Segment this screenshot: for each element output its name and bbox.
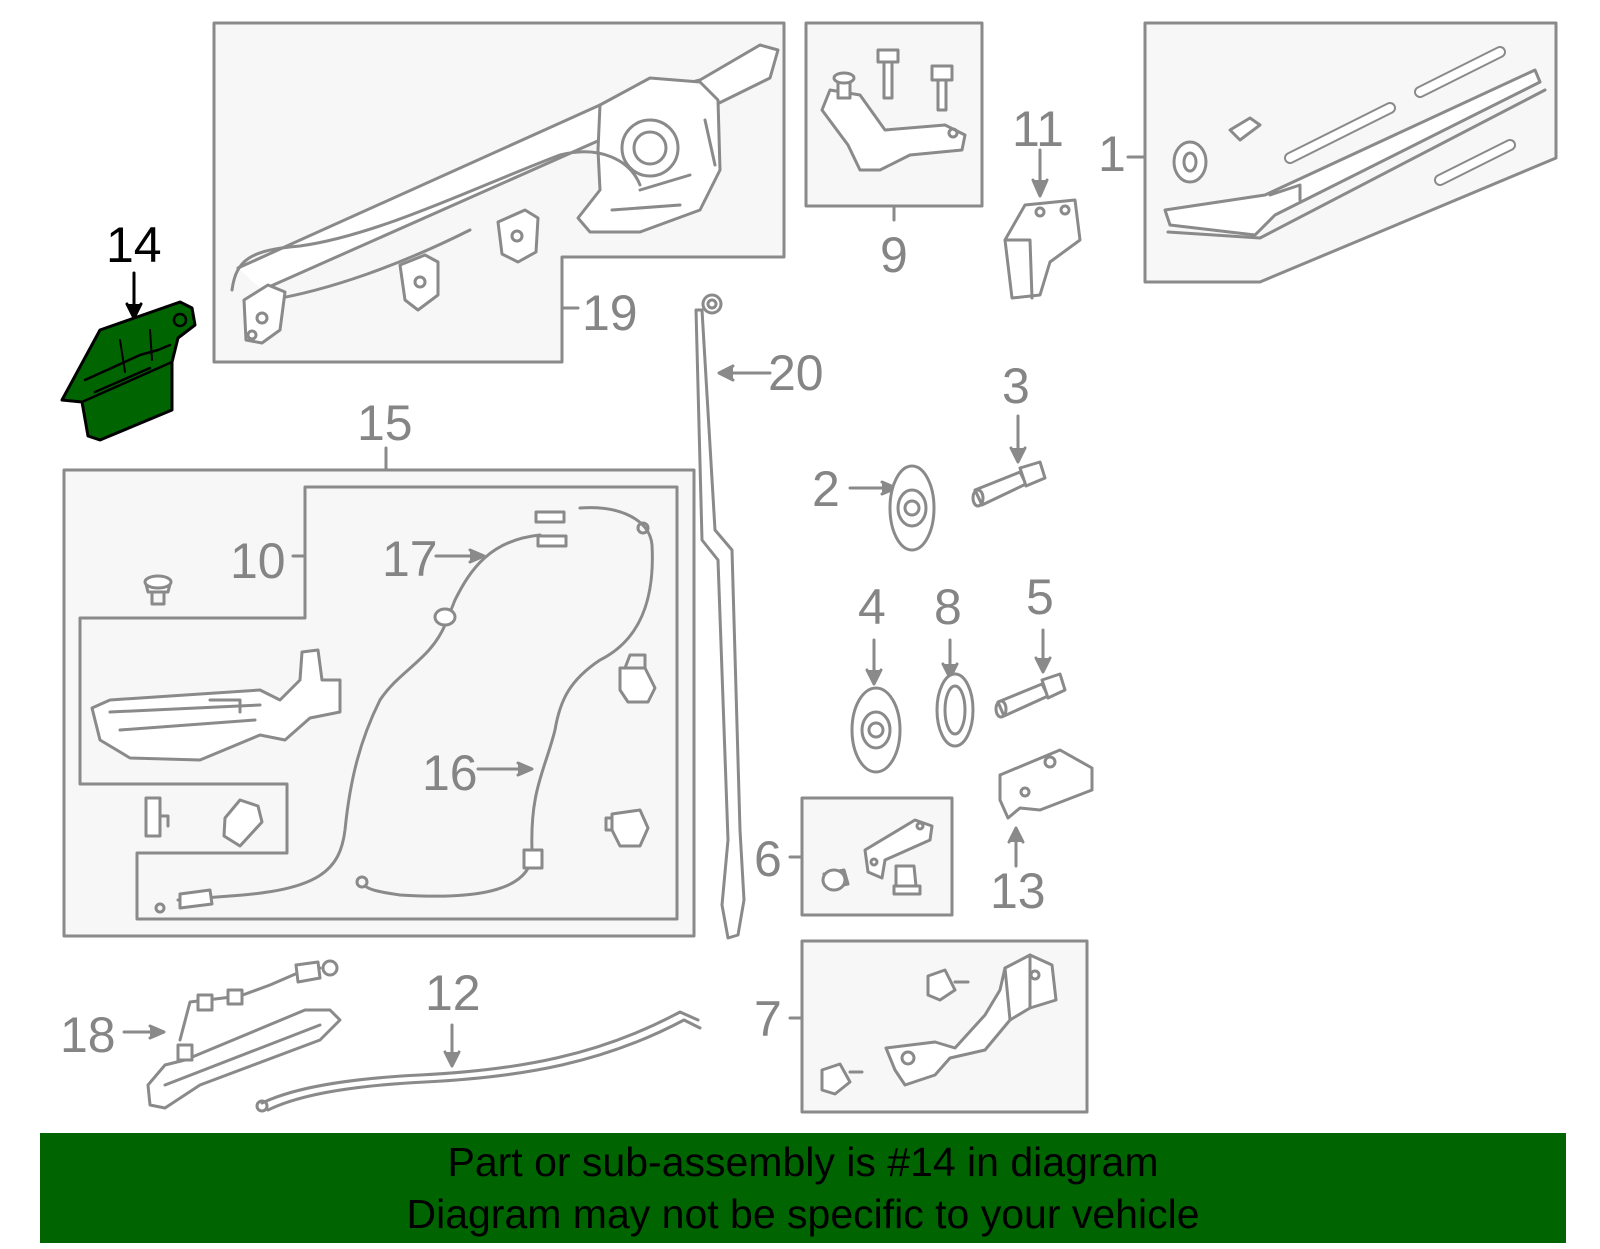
part-1-panel — [1126, 21, 1558, 284]
part-13-bracket — [998, 748, 1094, 868]
callout-3: 3 — [1002, 358, 1030, 414]
part-19-panel — [212, 21, 786, 364]
callout-6: 6 — [754, 831, 782, 887]
part-15-panel — [62, 446, 696, 938]
callout-7: 7 — [754, 991, 782, 1047]
callout-18: 18 — [60, 1007, 116, 1063]
callout-13: 13 — [990, 863, 1046, 919]
part-14-handle-bracket — [60, 271, 197, 442]
part-4-8-5-stopper — [850, 628, 1067, 774]
callout-11: 11 — [1012, 101, 1064, 157]
callout-19: 19 — [582, 285, 638, 341]
part-6-panel — [788, 796, 954, 917]
banner-line-1: Part or sub-assembly is #14 in diagram — [447, 1139, 1159, 1185]
callout-5: 5 — [1026, 569, 1054, 625]
callout-17: 17 — [382, 531, 438, 587]
callout-4: 4 — [858, 579, 886, 635]
part-7-panel — [788, 939, 1089, 1114]
callout-8: 8 — [934, 579, 962, 635]
callout-9: 9 — [880, 227, 908, 283]
part-12-rod — [255, 1010, 702, 1113]
callout-1: 1 — [1098, 126, 1126, 182]
part-11-hinge — [1003, 148, 1082, 300]
callout-10: 10 — [230, 533, 286, 589]
part-18-handle-base — [122, 959, 342, 1110]
callout-12: 12 — [425, 965, 481, 1021]
info-banner: Part or sub-assembly is #14 in diagram D… — [40, 1133, 1566, 1243]
part-9-panel — [804, 21, 984, 222]
callout-14: 14 — [106, 217, 162, 273]
banner-line-2: Diagram may not be specific to your vehi… — [406, 1191, 1200, 1237]
callout-15: 15 — [357, 395, 413, 451]
callout-2: 2 — [812, 461, 840, 517]
info-banner-background — [40, 1133, 1566, 1243]
part-2-3-stopper — [848, 414, 1047, 552]
callout-16: 16 — [422, 745, 478, 801]
part-20-rod — [694, 293, 772, 940]
callout-20: 20 — [768, 345, 824, 401]
